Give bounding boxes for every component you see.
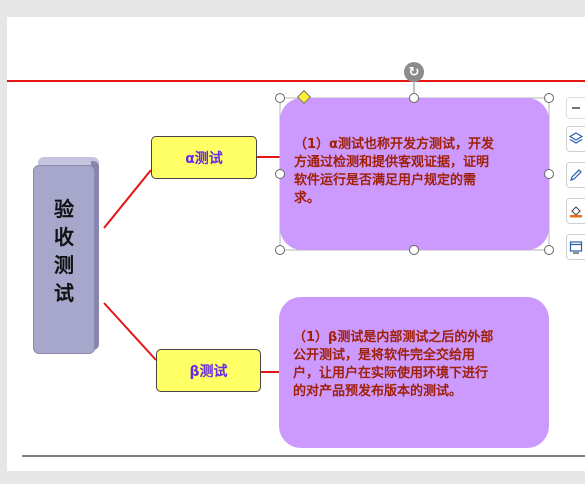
editor-background bbox=[0, 471, 585, 484]
box-front-face bbox=[33, 165, 95, 354]
alpha-test-box[interactable]: α测试 bbox=[151, 136, 257, 179]
resize-handle-bottom-left[interactable] bbox=[275, 245, 285, 255]
minus-icon[interactable] bbox=[566, 97, 585, 119]
resize-handle-right[interactable] bbox=[544, 169, 554, 179]
fill-icon[interactable] bbox=[566, 198, 585, 224]
resize-handle-bottom-right[interactable] bbox=[544, 245, 554, 255]
window-icon[interactable] bbox=[566, 234, 585, 260]
label-char: 验 bbox=[54, 197, 74, 221]
alpha-description-text: （1）α测试也称开发方测试，开发方通过检测和提供客观证据，证明软件运行是否满足用… bbox=[294, 137, 494, 206]
resize-handle-top[interactable] bbox=[409, 93, 419, 103]
resize-handle-bottom[interactable] bbox=[409, 245, 419, 255]
beta-test-label: β测试 bbox=[189, 363, 228, 380]
label-char: 收 bbox=[54, 225, 74, 249]
acceptance-test-box[interactable]: 验 收 测 试 bbox=[33, 157, 99, 354]
pen-icon[interactable] bbox=[566, 162, 585, 188]
resize-handle-top-right[interactable] bbox=[544, 93, 554, 103]
beta-test-box[interactable]: β测试 bbox=[156, 349, 261, 392]
alpha-description-box[interactable]: （1）α测试也称开发方测试，开发方通过检测和提供客观证据，证明软件运行是否满足用… bbox=[280, 98, 549, 250]
alpha-test-label: α测试 bbox=[185, 150, 223, 167]
beta-description-box[interactable]: （1）β测试是内部测试之后的外部公开测试，是将软件完全交给用户，让用户在实际使用… bbox=[279, 297, 549, 448]
box-top-face bbox=[38, 157, 99, 167]
connector-main-alpha bbox=[103, 169, 152, 229]
acceptance-test-label: 验 收 测 试 bbox=[43, 195, 85, 307]
resize-handle-top-left[interactable] bbox=[275, 93, 285, 103]
connector-main-beta bbox=[103, 302, 157, 361]
layers-icon[interactable] bbox=[566, 126, 585, 152]
label-char: 测 bbox=[54, 253, 74, 277]
rotate-icon[interactable]: ↻ bbox=[404, 62, 424, 82]
box-side-face bbox=[91, 161, 99, 350]
side-toolbar bbox=[566, 95, 585, 265]
beta-description-text: （1）β测试是内部测试之后的外部公开测试，是将软件完全交给用户，让用户在实际使用… bbox=[293, 330, 494, 399]
resize-handle-left[interactable] bbox=[275, 169, 285, 179]
label-char: 试 bbox=[54, 281, 74, 305]
